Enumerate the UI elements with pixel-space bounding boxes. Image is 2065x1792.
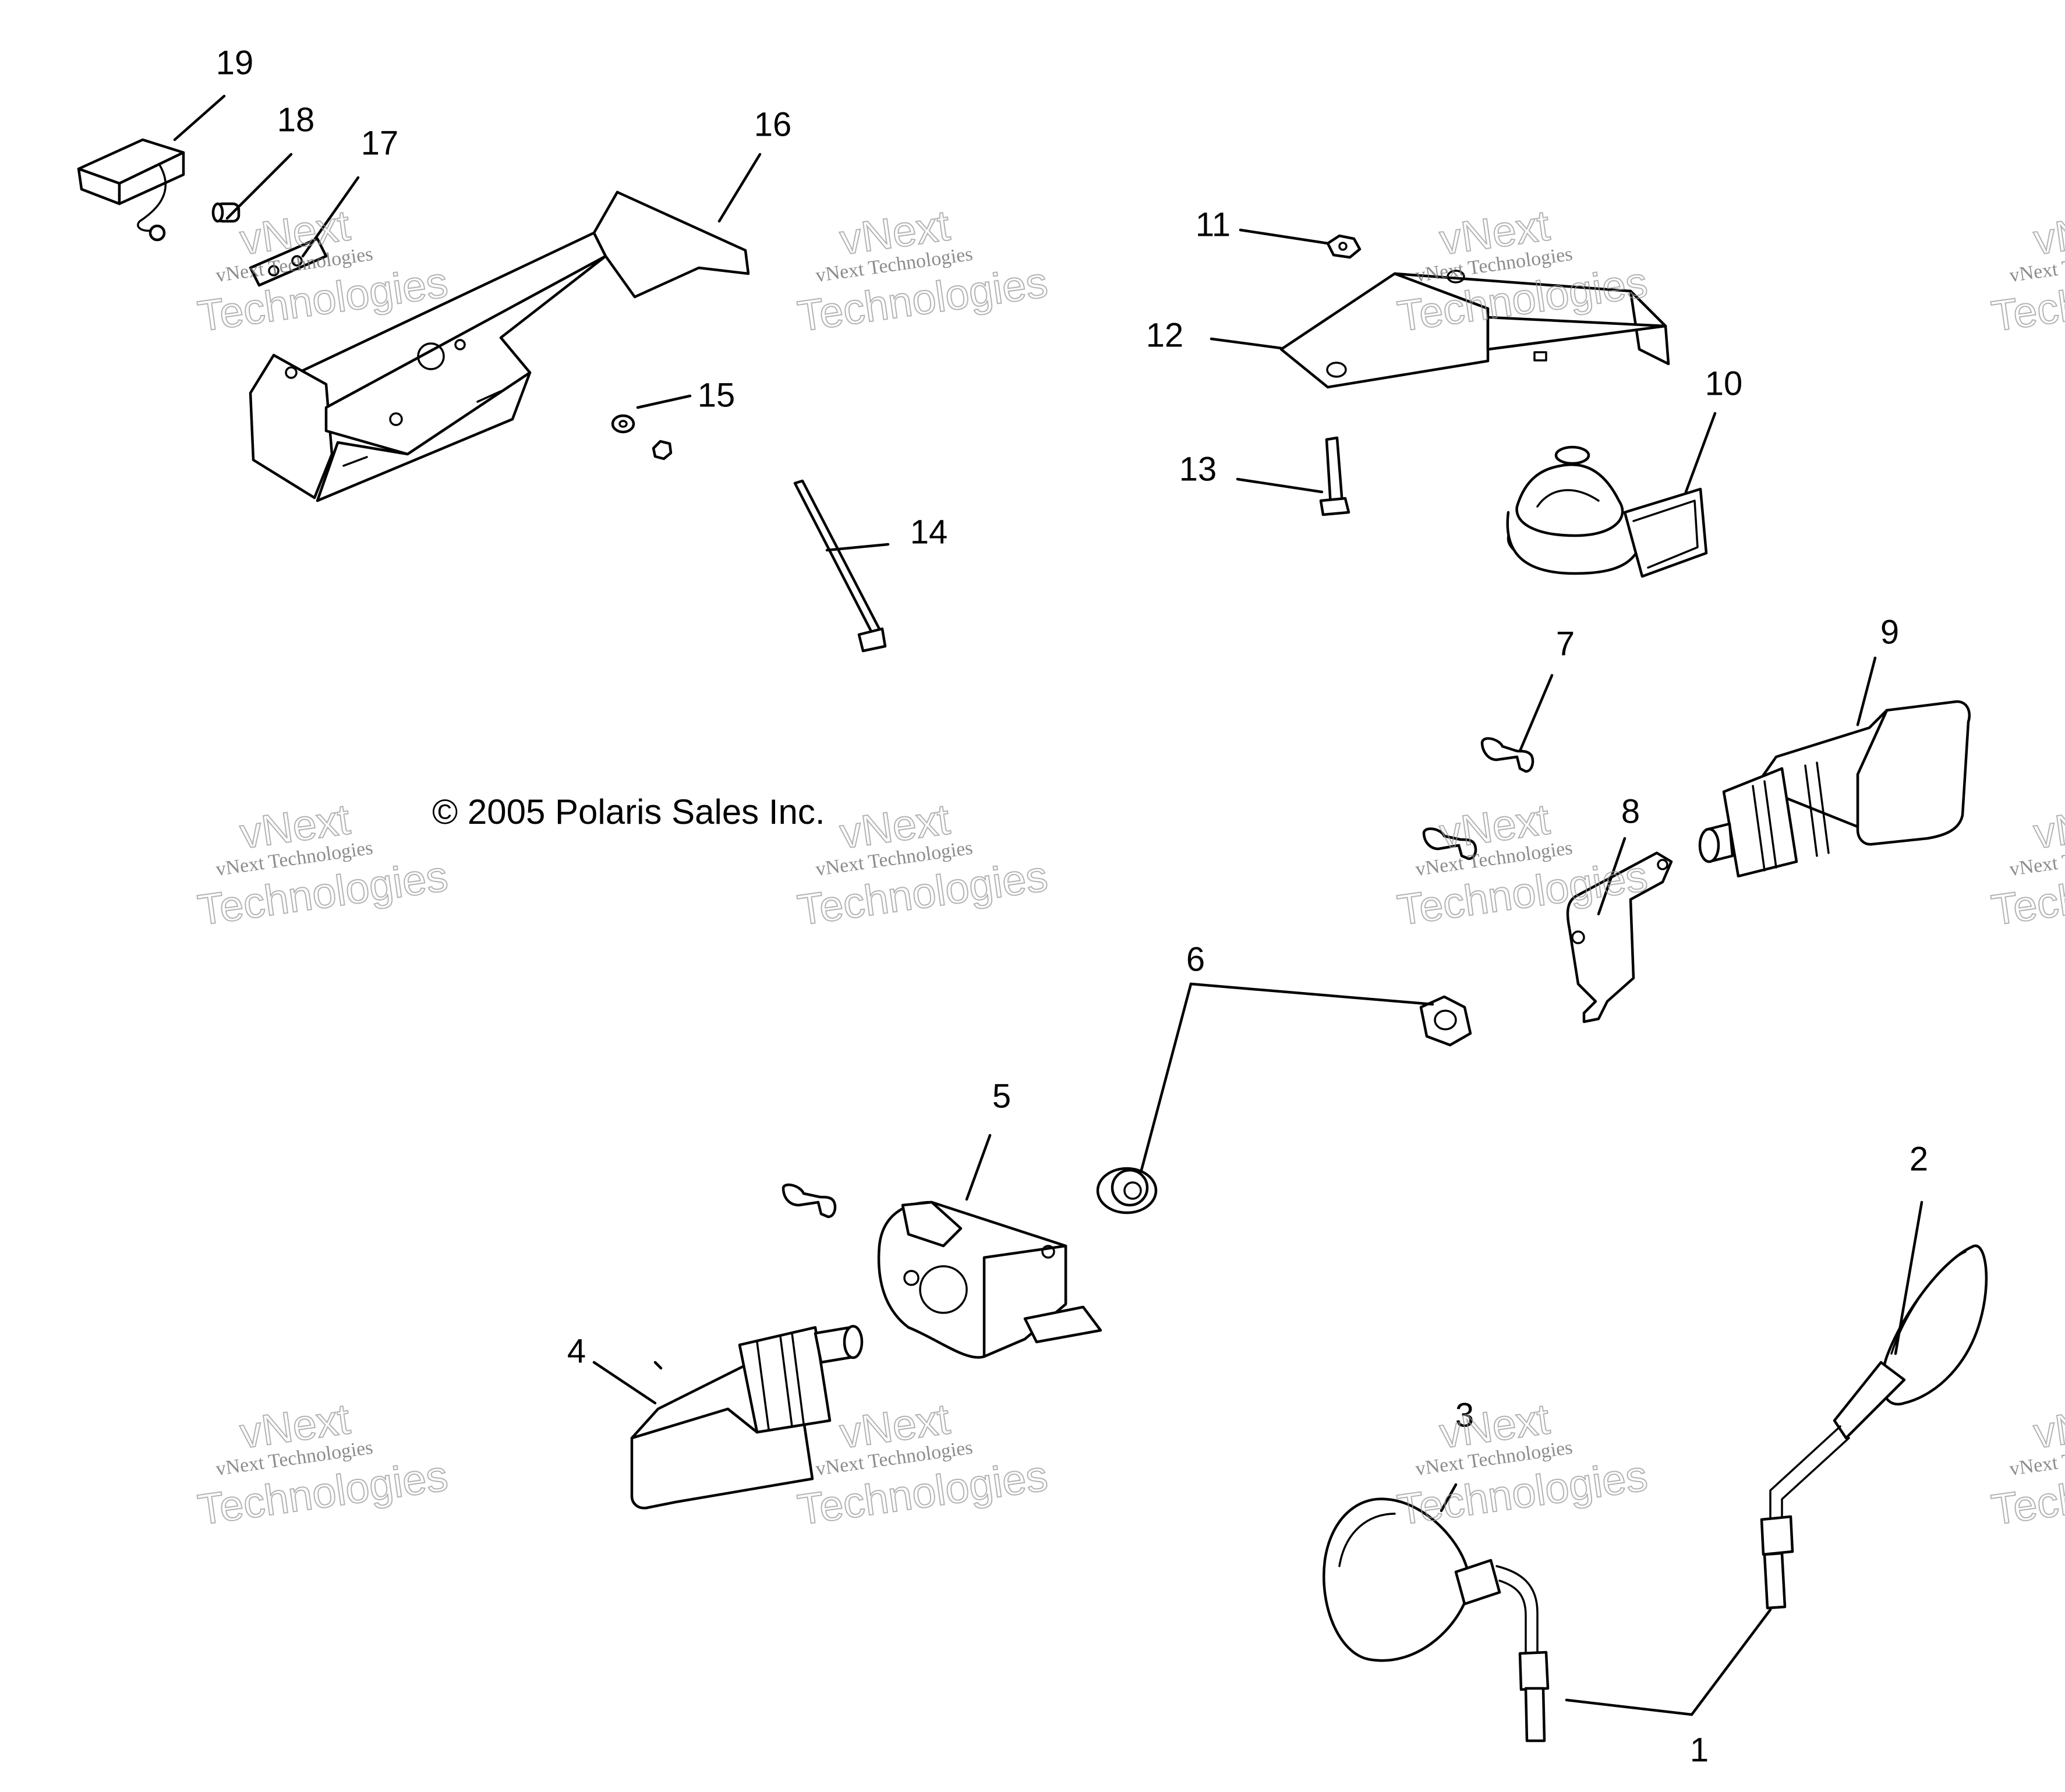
svg-text:vNext: vNext [2031,795,2065,858]
part-connector [77,138,185,242]
callout-4: 4 [567,1332,586,1370]
callout-14: 14 [910,513,948,551]
part-bolt [1319,436,1350,516]
part-long-bolt [793,479,887,653]
callout-16: 16 [754,105,792,143]
callout-6: 6 [1186,940,1205,978]
part-screw [1480,737,1534,773]
part-horn-bracket [1279,270,1670,389]
callout-1: 1 [1690,1731,1709,1769]
part-washer-nut [611,414,673,461]
callout-11: 11 [1196,206,1230,243]
leader-lines [173,94,1923,1716]
part-mirror-right [1760,1244,1988,1610]
callout-labels: 19 18 17 16 15 14 11 12 13 10 7 8 9 6 5 … [216,44,1928,1769]
callout-7: 7 [1556,625,1575,663]
part-screw-lower [782,1183,837,1219]
callout-15: 15 [698,376,736,414]
part-signal-bracket-upper [1566,851,1673,1024]
callout-18: 18 [277,101,315,139]
part-turn-signal-left [630,1324,864,1510]
callout-19: 19 [216,44,254,82]
part-horn [1506,445,1708,578]
callout-9: 9 [1880,613,1899,651]
svg-text:vNext: vNext [2031,1394,2065,1458]
part-nut [1326,234,1362,259]
part-mounting-bracket [249,190,750,502]
part-hex-nut [1419,995,1472,1047]
part-mirror-left [1323,1497,1550,1743]
part-signal-bracket-lower [877,1200,1102,1359]
part-flange-nut [1096,1167,1158,1214]
callout-8: 8 [1621,792,1640,830]
callout-12: 12 [1146,316,1184,354]
callout-13: 13 [1179,450,1217,488]
callout-3: 3 [1455,1396,1474,1434]
callout-17: 17 [361,124,399,162]
part-bushing [211,202,241,223]
part-screw-upper [1422,827,1477,860]
part-turn-signal-right [1698,700,1971,878]
svg-text:vNext: vNext [2031,201,2065,264]
callout-2: 2 [1910,1140,1928,1178]
copyright-text: © 2005 Polaris Sales Inc. [432,792,825,831]
callout-10: 10 [1705,364,1743,402]
callout-5: 5 [992,1077,1011,1115]
